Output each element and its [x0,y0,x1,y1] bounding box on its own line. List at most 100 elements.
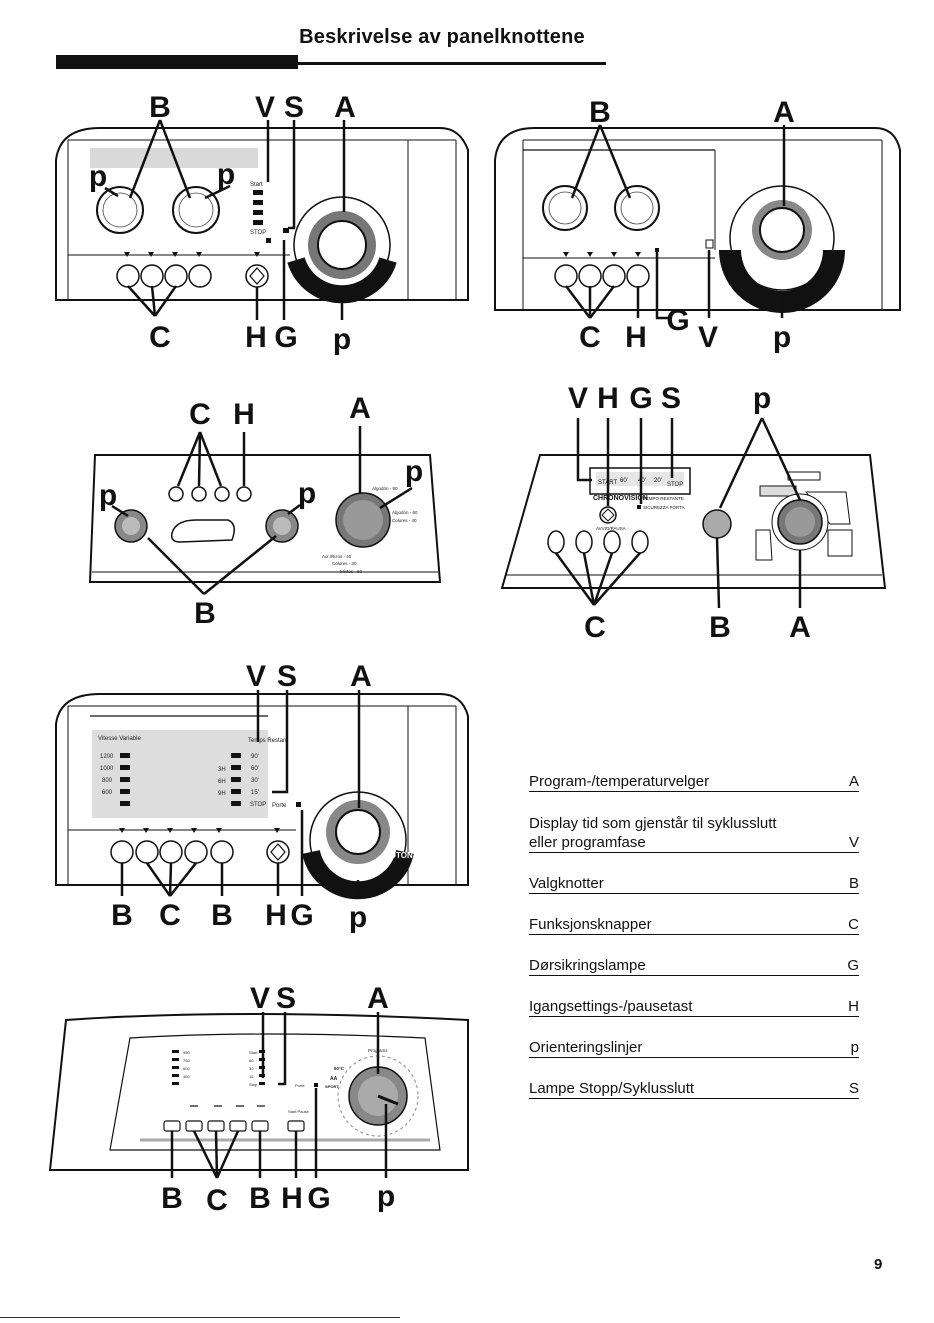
p3-label-p-right: p [405,455,423,488]
panel-4: START 60' 40' 20' STOP CHRONOVISION TEMP… [500,382,887,644]
p3-dial-t2: Algodón - 60 [392,510,418,515]
title-rule-thin [296,62,606,65]
p1-stop-text: STOP [250,230,266,236]
legend-key: H [848,998,859,1015]
legend-label: eller programfase [529,834,646,851]
p4-strip-stop: STOP [667,482,683,488]
p5-speed-1000: 1000 [100,766,114,772]
p5-speed-1200: 1200 [100,754,114,760]
p5-time-title: Temps Restant [248,738,288,744]
p6-label-b-left: B [161,1182,183,1215]
p5-hour-3: 3H [218,767,226,773]
p6-start-label: Start Pause [288,1109,310,1114]
p2-label-a: A [773,96,795,129]
p5-hour-9: 9H [218,791,226,797]
p4-strip-60: 60' [620,478,628,484]
p4-label-c: C [584,611,606,644]
p1-label-p-bottom: p [333,323,351,356]
p1-label-h: H [245,321,267,354]
p6-label-b-right: B [249,1182,271,1215]
p1-label-g: G [274,321,297,354]
p2-label-v: V [698,321,718,354]
panel-3: Algodón - 90 Algodón - 60 Colores - 40 A… [88,392,442,630]
legend-row-h: Igangsettings-/pausetast H [529,998,859,1017]
title-rule-thick [56,55,298,69]
p3-label-p-left: p [99,479,117,512]
p5-label-h: H [265,899,287,932]
p5-label-s: S [277,660,297,693]
p4-label-g: G [629,382,652,415]
p3-label-h: H [233,398,255,431]
p4-button-text: AVVIO/PAUSA [596,526,626,531]
p6-time-start: Start [249,1050,258,1055]
legend-key: V [848,834,859,851]
p5-speed-800: 800 [102,778,113,784]
p6-sport-label: SPORT [325,1084,339,1089]
p5-door-label: Porte [272,803,287,809]
p4-brand-sub: TEMPO RESTANTE [643,496,684,501]
p4-brand: CHRONOVISION [593,495,648,502]
panel-5: Vitesse Variable 1200 1000 800 600 Temps… [55,660,469,934]
p1-label-p-left: p [89,160,107,193]
legend-row-g: Dørsikringslampe G [529,957,859,976]
p6-label-p: p [377,1180,395,1213]
legend-key: C [848,916,859,933]
p2-label-h: H [625,321,647,354]
p1-label-c: C [149,321,171,354]
legend-key: G [847,957,859,974]
p4-label-p: p [753,382,771,415]
footer-rule [0,1317,400,1318]
p5-label-a: A [350,660,372,693]
p3-dial-t1: Algodón - 90 [372,486,398,491]
p5-label-p: p [349,901,367,934]
p5-dial-text: COTON [384,851,413,860]
p3-label-b: B [194,597,216,630]
legend-label: Dørsikringslampe [529,957,646,974]
legend-label: Igangsettings-/pausetast [529,998,693,1015]
p3-dial-t5: Colores - 30 [332,561,357,566]
p1-label-s: S [284,91,304,124]
p3-dial-t6: Mixtos - 60 [340,569,363,574]
p2-label-p: p [773,321,791,354]
p4-label-s: S [661,382,681,415]
legend-label: Valgknotter [529,875,604,892]
p6-label-c: C [206,1184,228,1217]
p6-label-a: A [367,982,389,1015]
p6-label-g: G [307,1182,330,1215]
p4-strip-20: 20' [654,478,662,484]
p6-speed-950: 950 [183,1050,190,1055]
page-number: 9 [874,1256,883,1273]
p6-label-s: S [276,982,296,1015]
p6-time-30: 30 [249,1066,254,1071]
legend-row-b: Valgknotter B [529,875,859,894]
p6-speed-600: 600 [183,1066,190,1071]
p3-label-p-mid: p [298,477,316,510]
p4-label-v: V [568,382,588,415]
p1-label-b: B [149,91,171,124]
p6-label-v: V [250,982,270,1015]
p6-time-15: 15 [249,1074,254,1079]
legend-row-v: eller programfase V [529,834,859,853]
legend-label: Funksjonsknapper [529,916,652,933]
panel-1: Start STOP [55,91,469,356]
p6-temp-label: 60°C [334,1066,345,1071]
legend-v-line1: Display tid som gjenstår til syklusslutt [529,815,777,832]
p5-hour-6: 6H [218,779,226,785]
p5-label-c: C [159,899,181,932]
p4-label-b: B [709,611,731,644]
p5-label-g: G [290,899,313,932]
p3-label-c: C [189,398,211,431]
panel-6: 950 750 600 400 Start 60 30 15 Stop Port… [48,982,469,1217]
p1-label-a: A [334,91,356,124]
p4-label-a: A [789,611,811,644]
p3-label-a: A [349,392,371,425]
p5-time-stop: STOP [250,802,266,808]
legend-key: p [850,1039,859,1056]
p6-speed-400: 400 [183,1074,190,1079]
p6-door-label: Porte [295,1083,305,1088]
p6-aa-label: AA [330,1076,338,1082]
panel-2: Coton B A C H G V p [494,96,901,354]
legend-row-a: Program-/temperaturvelger A [529,773,859,792]
p3-dial-t3: Colores - 40 [392,518,417,523]
